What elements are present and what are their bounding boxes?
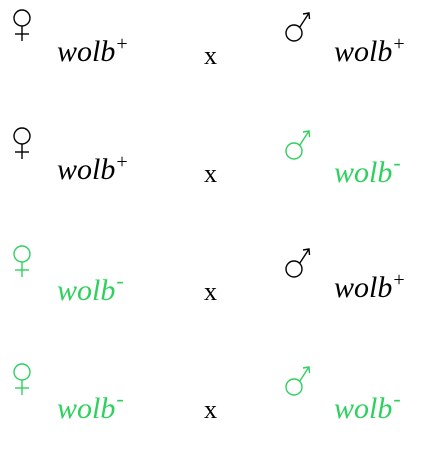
- male-genotype: wolb+: [334, 270, 405, 303]
- male-genotype-text: wolb: [334, 392, 393, 425]
- female-genotype: wolb-: [57, 388, 124, 424]
- cross-symbol: x: [204, 395, 217, 424]
- male-symbol-icon: [285, 366, 311, 396]
- female-genotype-superscript: -: [116, 268, 124, 293]
- female-genotype: wolb+: [57, 152, 128, 185]
- male-symbol-icon: [285, 130, 311, 160]
- female-genotype-text: wolb: [57, 392, 116, 425]
- male-genotype-superscript: -: [393, 150, 401, 175]
- male-genotype: wolb-: [334, 152, 401, 188]
- female-genotype-text: wolb: [57, 35, 116, 68]
- male-genotype-superscript: -: [393, 386, 401, 411]
- male-genotype-text: wolb: [334, 156, 393, 189]
- male-genotype-text: wolb: [334, 35, 393, 68]
- female-symbol-icon: [13, 127, 31, 159]
- female-genotype-text: wolb: [57, 153, 116, 186]
- female-symbol-icon: [13, 363, 31, 395]
- female-genotype-superscript: -: [116, 386, 124, 411]
- cross-symbol: x: [204, 277, 217, 306]
- female-genotype-superscript: +: [116, 33, 128, 55]
- female-genotype-text: wolb: [57, 274, 116, 307]
- female-genotype: wolb-: [57, 270, 124, 306]
- female-genotype-superscript: +: [116, 151, 128, 173]
- male-symbol-icon: [285, 248, 311, 278]
- male-symbol-icon: [285, 12, 311, 42]
- cross-row-3: wolb- x wolb+: [0, 236, 423, 354]
- cross-row-1: wolb+ x wolb+: [0, 0, 423, 118]
- cross-symbol: x: [204, 41, 217, 70]
- cross-symbol: x: [204, 159, 217, 188]
- female-symbol-icon: [13, 9, 31, 41]
- male-genotype-text: wolb: [334, 271, 393, 304]
- male-genotype-superscript: +: [393, 269, 405, 291]
- male-genotype-superscript: +: [393, 33, 405, 55]
- female-genotype: wolb+: [57, 34, 128, 67]
- male-genotype: wolb-: [334, 388, 401, 424]
- female-symbol-icon: [13, 245, 31, 277]
- male-genotype: wolb+: [334, 34, 405, 67]
- cross-row-2: wolb+ x wolb-: [0, 118, 423, 236]
- cross-row-4: wolb- x wolb-: [0, 354, 423, 472]
